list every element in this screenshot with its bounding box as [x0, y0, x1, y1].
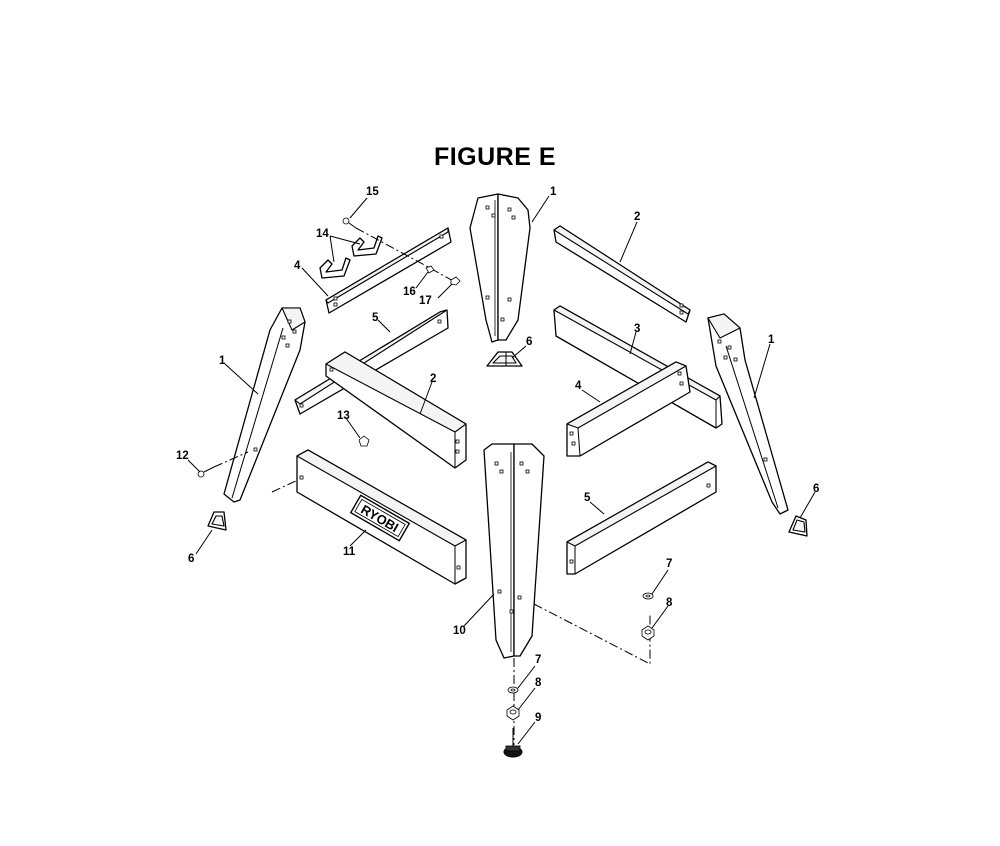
- leveling-foot-9: [503, 728, 523, 758]
- stretcher-lower-right-5: [566, 461, 717, 575]
- screw-12: [197, 466, 215, 478]
- callout-12: 12: [176, 450, 189, 462]
- callout-5-center-left: 5: [372, 312, 379, 324]
- callout-6-left: 6: [188, 553, 195, 565]
- stretcher-top-right: [553, 225, 691, 323]
- washer-7-right: [642, 592, 654, 600]
- hook-brackets: [319, 235, 383, 279]
- callout-2-center-left: 2: [430, 373, 437, 385]
- foot-pad-left: [207, 511, 227, 531]
- callout-5-lower-right: 5: [584, 492, 591, 504]
- nut-17: [450, 276, 461, 286]
- screw-15: [342, 217, 357, 229]
- leader-lines: [187, 195, 816, 745]
- callout-17: 17: [419, 295, 432, 307]
- callout-6-right: 6: [813, 483, 820, 495]
- callout-2-top-right: 2: [634, 211, 641, 223]
- callout-10: 10: [453, 625, 466, 637]
- callout-14: 14: [316, 228, 329, 240]
- nut-8-bottom: [506, 705, 520, 721]
- figure-title: FIGURE E: [433, 143, 557, 171]
- apron-center-right-4: [566, 361, 691, 457]
- washer-7-bottom: [507, 686, 519, 694]
- callout-16: 16: [403, 286, 416, 298]
- callout-11: 11: [343, 546, 356, 558]
- callout-15: 15: [366, 186, 379, 198]
- callout-7-bottom: 7: [535, 654, 542, 666]
- leg-front: [483, 443, 545, 659]
- callout-6-top: 6: [526, 336, 533, 348]
- callout-8-bottom: 8: [535, 677, 542, 689]
- callout-1-right-leg: 1: [768, 334, 775, 346]
- callout-1-top-leg: 1: [550, 186, 557, 198]
- callout-4-center-right: 4: [575, 380, 582, 392]
- apron-top-left: [325, 227, 452, 314]
- nut-8-right: [641, 625, 655, 641]
- apron-center-left-2: [325, 351, 467, 469]
- callout-13: 13: [337, 410, 350, 422]
- leg-right: [707, 313, 789, 515]
- callout-1-left-leg: 1: [219, 355, 226, 367]
- apron-front-logo: RYOBI: [296, 449, 467, 585]
- callout-7-right: 7: [666, 558, 673, 570]
- callout-3: 3: [634, 323, 641, 335]
- foot-pad-right: [788, 515, 808, 537]
- nut-16: [425, 265, 435, 274]
- foot-pad-top: [486, 351, 523, 367]
- callout-9: 9: [535, 712, 542, 724]
- callout-4-top-left: 4: [294, 260, 301, 272]
- callout-8-right: 8: [666, 597, 673, 609]
- leg-left: [223, 307, 306, 503]
- nut-13: [358, 435, 370, 447]
- leg-top-center: [469, 193, 531, 343]
